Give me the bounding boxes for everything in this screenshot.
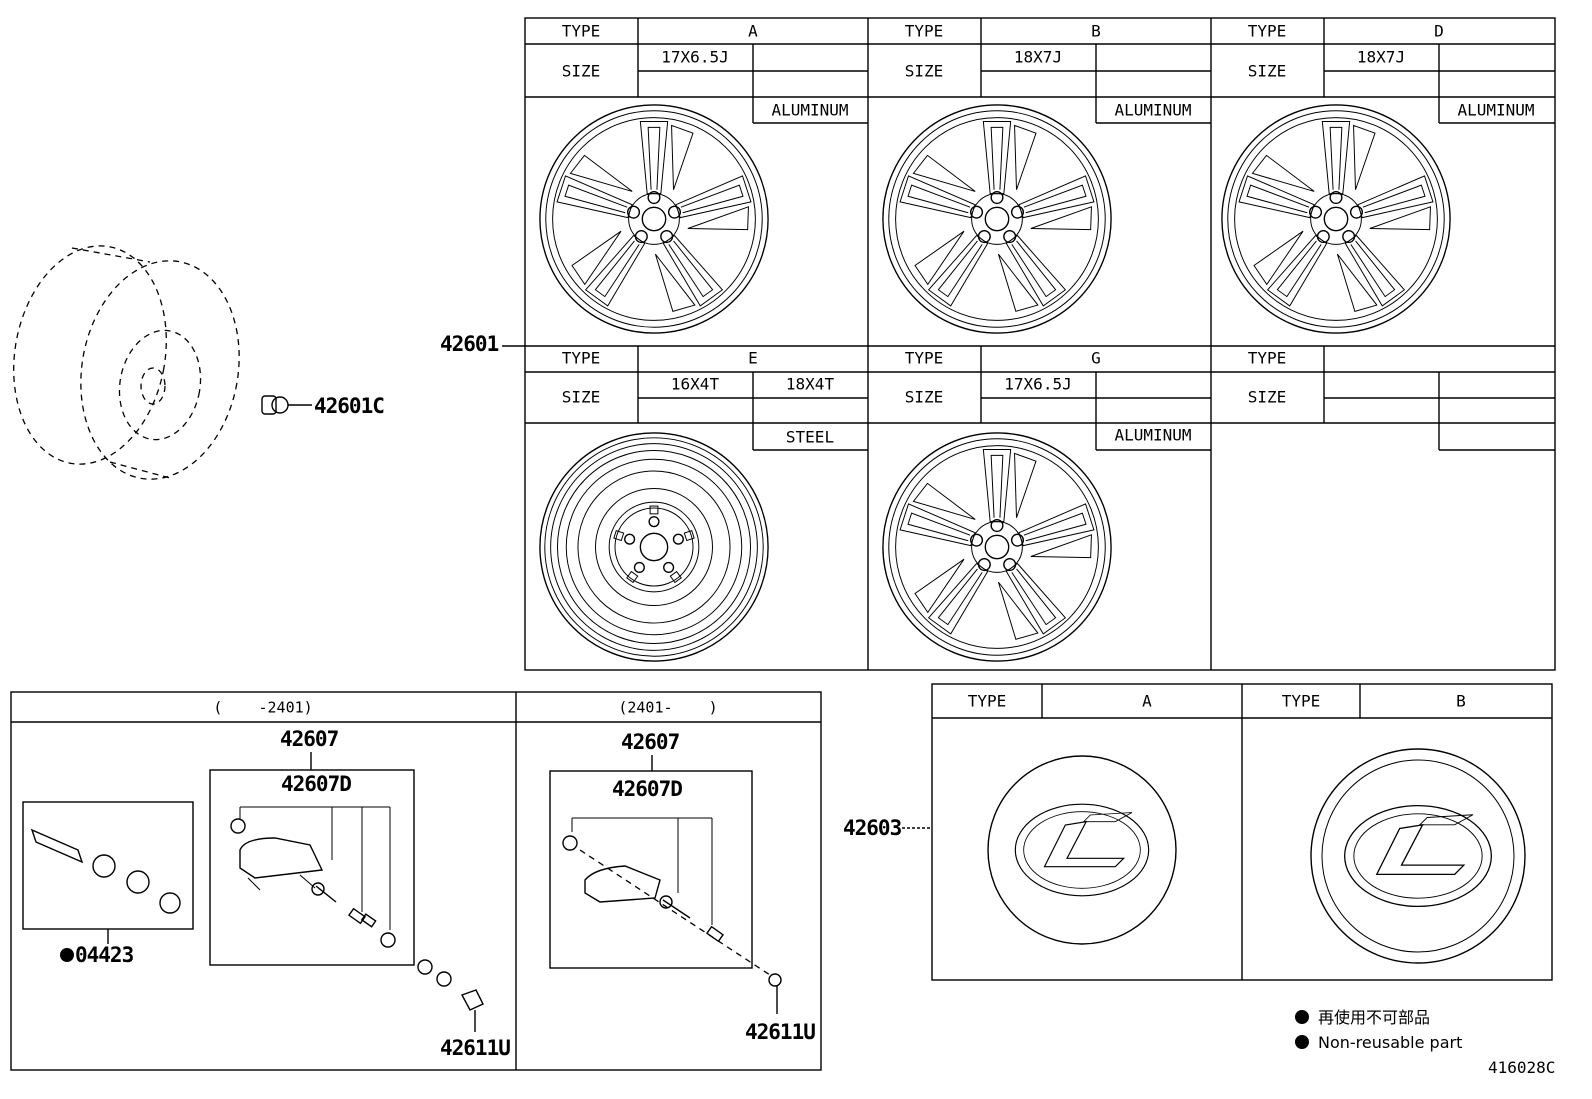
type-value-b: B <box>1091 22 1101 41</box>
type-label: TYPE <box>905 349 944 368</box>
part-number-42607-left: 42607 <box>280 727 339 751</box>
tpms-right-header: (2401- ) <box>618 699 717 717</box>
type-value-e: E <box>748 349 758 368</box>
type-value-g: G <box>1091 349 1101 368</box>
part-number-04423: 04423 <box>75 943 134 967</box>
size-value-a: 17X6.5J <box>661 48 728 67</box>
tpms-left-header: ( -2401) <box>213 699 312 717</box>
tpms-sensor-group-box <box>209 769 415 966</box>
wheel-type-d-drawing <box>1222 105 1450 333</box>
type-label: TYPE <box>562 349 601 368</box>
cap-type-label-b: TYPE <box>1282 692 1321 711</box>
part-number-42611U-left: 42611U <box>440 1036 510 1060</box>
tpms-sensor-group-box-right <box>549 770 753 969</box>
part-number-42601: 42601 <box>440 332 499 356</box>
size-value-e-2: 18X4T <box>786 375 835 394</box>
center-cap-b-icon <box>1310 748 1526 964</box>
type-label: TYPE <box>1248 349 1287 368</box>
cap-type-value-b: B <box>1456 692 1466 711</box>
part-number-42603: 42603 <box>843 816 902 840</box>
wheel-table <box>524 17 1556 671</box>
material-d: ALUMINUM <box>1457 101 1534 120</box>
cap-type-label-a: TYPE <box>968 692 1007 711</box>
material-a: ALUMINUM <box>771 101 848 120</box>
legend-bullet-en <box>1295 1035 1309 1049</box>
valve-core-box <box>22 801 194 930</box>
type-value-d: D <box>1434 22 1444 41</box>
material-e: STEEL <box>786 428 834 447</box>
valve-nut-icon <box>417 959 484 1011</box>
part-number-42607-right: 42607 <box>621 730 680 754</box>
size-value-g: 17X6.5J <box>1004 375 1071 394</box>
wheel-type-a-drawing <box>540 105 768 333</box>
tire-outline <box>13 245 240 480</box>
part-number-42607D-left: 42607D <box>281 772 351 796</box>
center-cap-a-icon <box>987 755 1177 945</box>
wheel-type-g-drawing <box>883 433 1111 661</box>
type-label: TYPE <box>562 22 601 41</box>
type-label: TYPE <box>905 22 944 41</box>
material-b: ALUMINUM <box>1114 101 1191 120</box>
part-number-42601C: 42601C <box>314 394 384 418</box>
legend-bullet-jp <box>1295 1010 1309 1024</box>
part-number-42607D-right: 42607D <box>612 777 682 801</box>
non-reusable-bullet <box>60 948 74 962</box>
size-label: SIZE <box>905 388 944 407</box>
tpms-sensor-icon <box>230 818 396 948</box>
type-label: TYPE <box>1248 22 1287 41</box>
size-label: SIZE <box>1248 62 1287 81</box>
material-g: ALUMINUM <box>1114 426 1191 445</box>
center-cap-table <box>931 683 1553 981</box>
size-value-e-1: 16X4T <box>671 375 720 394</box>
cap-type-value-a: A <box>1142 692 1152 711</box>
size-label: SIZE <box>562 62 601 81</box>
type-value-a: A <box>748 22 758 41</box>
tpms-table <box>10 691 822 1071</box>
legend-jp: 再使用不可部品 <box>1318 1008 1430 1027</box>
wheel-type-e-drawing <box>539 432 769 662</box>
wheel-type-b-drawing <box>883 105 1111 333</box>
size-label: SIZE <box>562 388 601 407</box>
part-number-42611U-right: 42611U <box>745 1020 815 1044</box>
wheel-weight-icon <box>261 395 312 415</box>
valve-core-icon <box>30 828 181 914</box>
size-label: SIZE <box>905 62 944 81</box>
diagram-id: 416028C <box>1488 1058 1555 1077</box>
size-value-b: 18X7J <box>1014 48 1062 67</box>
size-label: SIZE <box>1248 388 1287 407</box>
tpms-sensor-icon-right <box>562 835 782 987</box>
legend-en: Non-reusable part <box>1318 1033 1462 1052</box>
size-value-d: 18X7J <box>1357 48 1405 67</box>
